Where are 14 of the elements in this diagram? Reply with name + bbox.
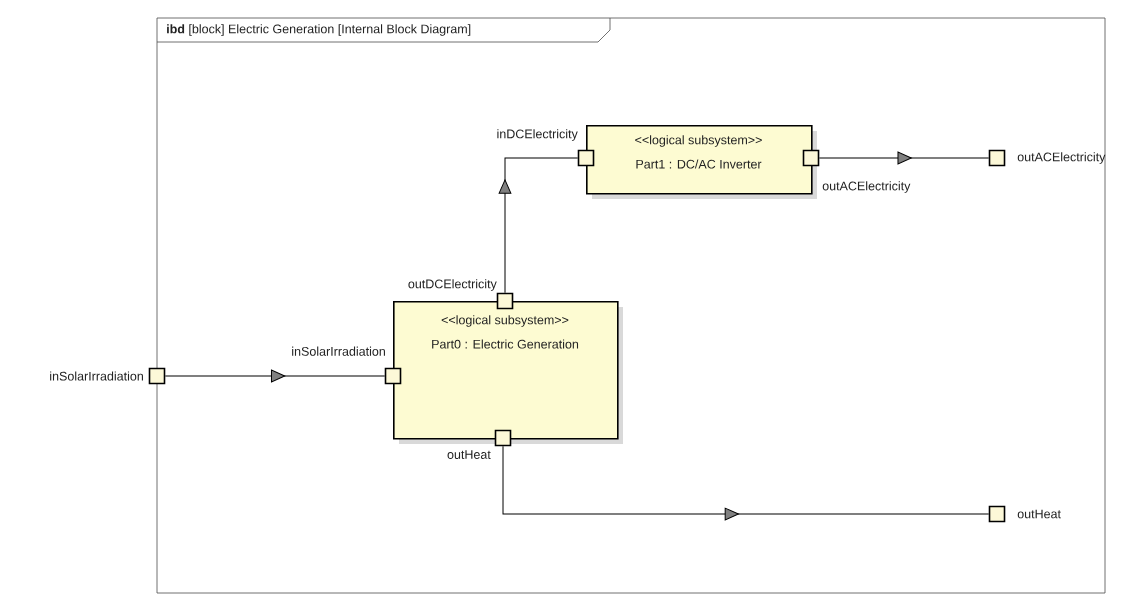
port-label: outHeat — [1017, 509, 1061, 519]
port-label: outACElectricity — [822, 181, 911, 193]
flow-arrow — [818, 151, 990, 165]
flow-arrow — [502, 445, 990, 521]
port-label: outHeat — [447, 450, 491, 459]
part-block: <<logical subsystem>> Part1 : DC/AC Inverter — [586, 125, 817, 199]
flow-arrow — [498, 157, 579, 294]
port-label: inSolarIrradiation — [50, 371, 143, 381]
port-label: inSolarIrradiation — [292, 346, 385, 356]
part-block: <<logical subsystem>> Part0 : Electric Generation — [393, 301, 623, 444]
port-label: inDCElectricity — [497, 129, 578, 141]
port-label: outDCElectricity — [408, 279, 497, 291]
port-label: outACElectricity — [1017, 152, 1106, 164]
flow-arrow — [164, 369, 386, 383]
